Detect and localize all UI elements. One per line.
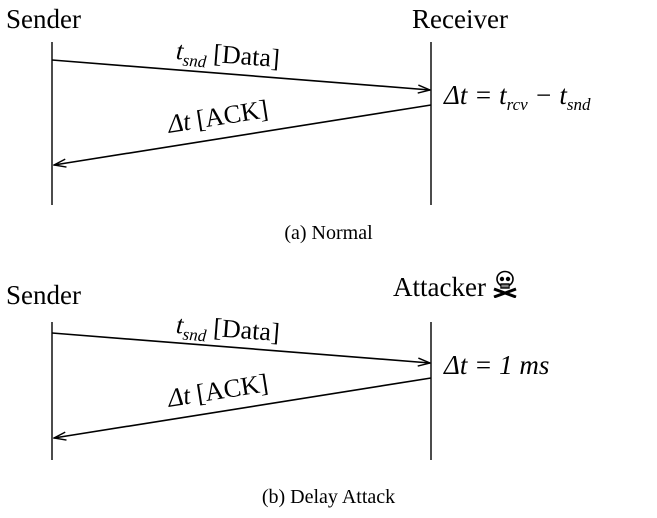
time-sub: snd [181, 50, 207, 72]
attacker-label: Attacker [393, 270, 518, 305]
data-text: [Data] [212, 312, 281, 348]
data-text: [Data] [212, 38, 281, 74]
ack-arrow [54, 104, 432, 165]
data-arrow [51, 332, 430, 363]
data-arrow [51, 59, 430, 90]
sequence-lines [51, 42, 432, 205]
eq-lhs: Δt = 1 [444, 350, 520, 380]
sender-label: Sender [6, 280, 81, 310]
delta-equation: Δt = 1 ms [444, 350, 549, 381]
diagram-delay-attack: Sender Attacker tsnd [Data] Δt [ACK] Δt … [0, 270, 657, 518]
eq-snd-sub: snd [566, 95, 591, 114]
skull-crossbones-icon [492, 270, 518, 305]
eq-minus: − t [527, 80, 567, 110]
caption-a: (a) Normal [284, 222, 373, 244]
sequence-lines [51, 322, 432, 460]
receiver-label: Receiver [412, 4, 508, 34]
attacker-text: Attacker [393, 272, 486, 302]
caption-b: (b) Delay Attack [261, 486, 396, 508]
delta-equation: Δt = trcv − tsnd [444, 80, 591, 115]
time-sub: snd [181, 324, 207, 346]
eq-rcv-sub: rcv [506, 95, 528, 114]
delta-var: Δt [165, 106, 193, 139]
delta-var: Δt [165, 380, 193, 413]
ack-arrow [54, 377, 432, 438]
eq-unit: ms [519, 350, 550, 380]
sender-label: Sender [6, 4, 81, 34]
eq-lhs: Δt = t [444, 80, 507, 110]
diagram-normal: Sender Receiver tsnd [Data] Δt [ACK] Δt … [6, 4, 591, 244]
